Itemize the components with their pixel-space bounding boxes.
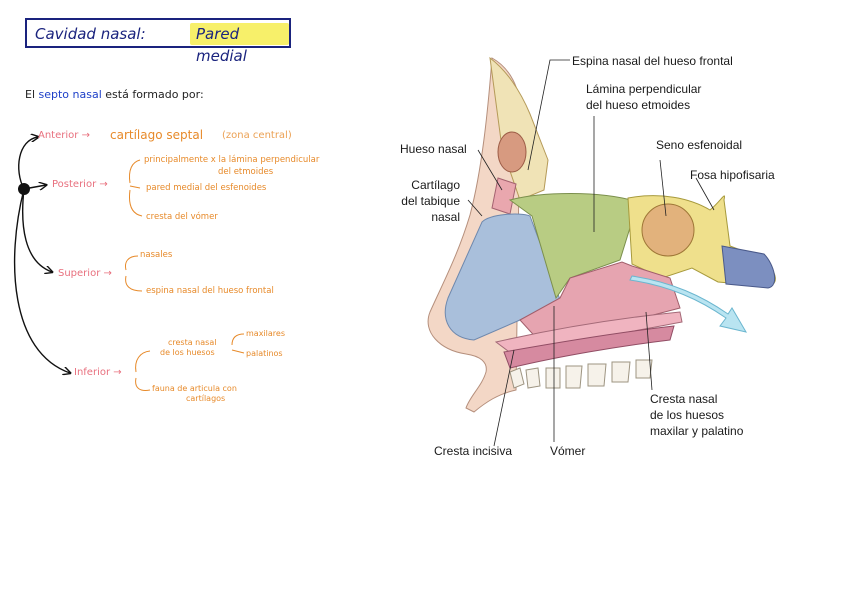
inferior-crest-line-1: cresta nasal	[168, 338, 217, 347]
leader-fosa	[695, 177, 715, 211]
branch-superior-1	[125, 255, 139, 271]
label-hueso-nasal: Hueso nasal	[400, 142, 467, 156]
inferior-last-line-2: cartílagos	[186, 394, 226, 403]
inferior-last-line-1: fauna de articula con	[152, 384, 237, 393]
title-highlight-text: Pared medial	[196, 25, 247, 65]
arrow-inferior	[13, 188, 70, 373]
label-cartilago-2: del tabique	[401, 194, 460, 208]
superior-arrow: →	[103, 268, 112, 279]
tooth-1	[509, 367, 525, 389]
nasal-septum-diagram	[427, 56, 776, 447]
branch-posterior-1	[129, 159, 141, 184]
branch-inferior-1	[135, 350, 151, 373]
posterior-label: Posterior →	[52, 179, 108, 190]
inferior-maxilares: maxilares	[246, 329, 285, 338]
arrow-anterior	[18, 137, 38, 190]
label-seno: Seno esfenoidal	[656, 138, 743, 152]
leader-seno	[659, 159, 667, 217]
label-lamina-1: Lámina perpendicular	[586, 82, 702, 96]
label-cresta-1: Cresta nasal	[650, 392, 718, 406]
inferior-label: Inferior →	[74, 367, 122, 378]
leader-cresta-incisiva	[493, 349, 515, 447]
branch-superior-2	[125, 275, 143, 292]
branch-palatinos	[231, 349, 245, 354]
label-vomer: Vómer	[550, 444, 586, 458]
title-highlight: Pared medial	[190, 23, 289, 65]
posterior-item-3: pared medial del esfenoides	[146, 183, 267, 193]
posterior-label-text: Posterior	[52, 179, 97, 190]
anterior-label: Anterior →	[38, 130, 90, 141]
intro-term: septo nasal	[38, 88, 102, 101]
label-cartilago-3: nasal	[431, 210, 460, 224]
tooth-3	[545, 367, 561, 389]
label-espina-nasal: Espina nasal del hueso frontal	[572, 54, 733, 68]
branch-inferior-2	[135, 377, 151, 391]
inferior-arrow: →	[113, 367, 122, 378]
inferior-palatinos: palatinos	[246, 349, 283, 358]
posterior-item-2: del etmoides	[218, 167, 274, 177]
arrow-superior	[22, 188, 52, 272]
superior-label-text: Superior	[58, 268, 101, 279]
hard-palate	[503, 325, 675, 369]
frontal-sinus	[497, 131, 527, 173]
posterior-item-1: principalmente x la lámina perpendicular	[144, 155, 320, 165]
tooth-4	[565, 365, 583, 389]
leader-hueso-nasal	[477, 149, 503, 191]
airflow-arrow	[629, 275, 748, 333]
label-cresta-2: de los huesos	[650, 408, 725, 422]
anterior-item: cartílago septal	[110, 128, 204, 142]
label-fosa: Fosa hipofisaria	[690, 168, 775, 182]
intro-prefix: El	[25, 88, 36, 101]
tooth-6	[611, 361, 631, 383]
intro-line: El septo nasal está formado por:	[25, 88, 204, 101]
leader-cresta	[645, 311, 653, 391]
teeth	[509, 359, 653, 389]
branch-maxilares	[231, 333, 245, 346]
branch-posterior-2	[129, 185, 141, 189]
leader-espina	[527, 59, 570, 171]
clivus	[721, 245, 776, 289]
anterior-label-text: Anterior	[38, 130, 79, 141]
label-cresta-3: maxilar y palatino	[650, 424, 744, 438]
notes-bracket	[13, 0, 245, 391]
label-cresta-incisiva: Cresta incisiva	[434, 444, 513, 458]
posterior-arrow: →	[99, 179, 108, 190]
superior-item-1: nasales	[140, 250, 173, 260]
label-lamina-2: del hueso etmoides	[586, 98, 691, 112]
posterior-item-4: cresta del vómer	[146, 212, 218, 222]
tooth-7	[635, 359, 653, 379]
anterior-aside: (zona central)	[222, 130, 292, 141]
frontal-bone	[489, 56, 549, 201]
sphenoid-sinus	[641, 203, 695, 257]
inferior-crest-line-2: de los huesos	[160, 348, 215, 357]
branch-posterior-3	[129, 189, 143, 217]
title-text: Cavidad nasal:	[35, 25, 146, 43]
label-cartilago-1: Cartílago	[411, 178, 460, 192]
tooth-5	[587, 363, 607, 387]
title-box: Cavidad nasal: Pared medial	[25, 18, 291, 65]
intro-suffix: está formado por:	[105, 88, 204, 101]
superior-label: Superior →	[58, 268, 112, 279]
tooth-2	[525, 367, 541, 389]
leader-cartilago	[467, 199, 483, 217]
inferior-label-text: Inferior	[74, 367, 111, 378]
superior-item-2: espina nasal del hueso frontal	[146, 286, 274, 296]
anterior-arrow: →	[81, 130, 90, 141]
arrow-posterior	[23, 185, 46, 189]
